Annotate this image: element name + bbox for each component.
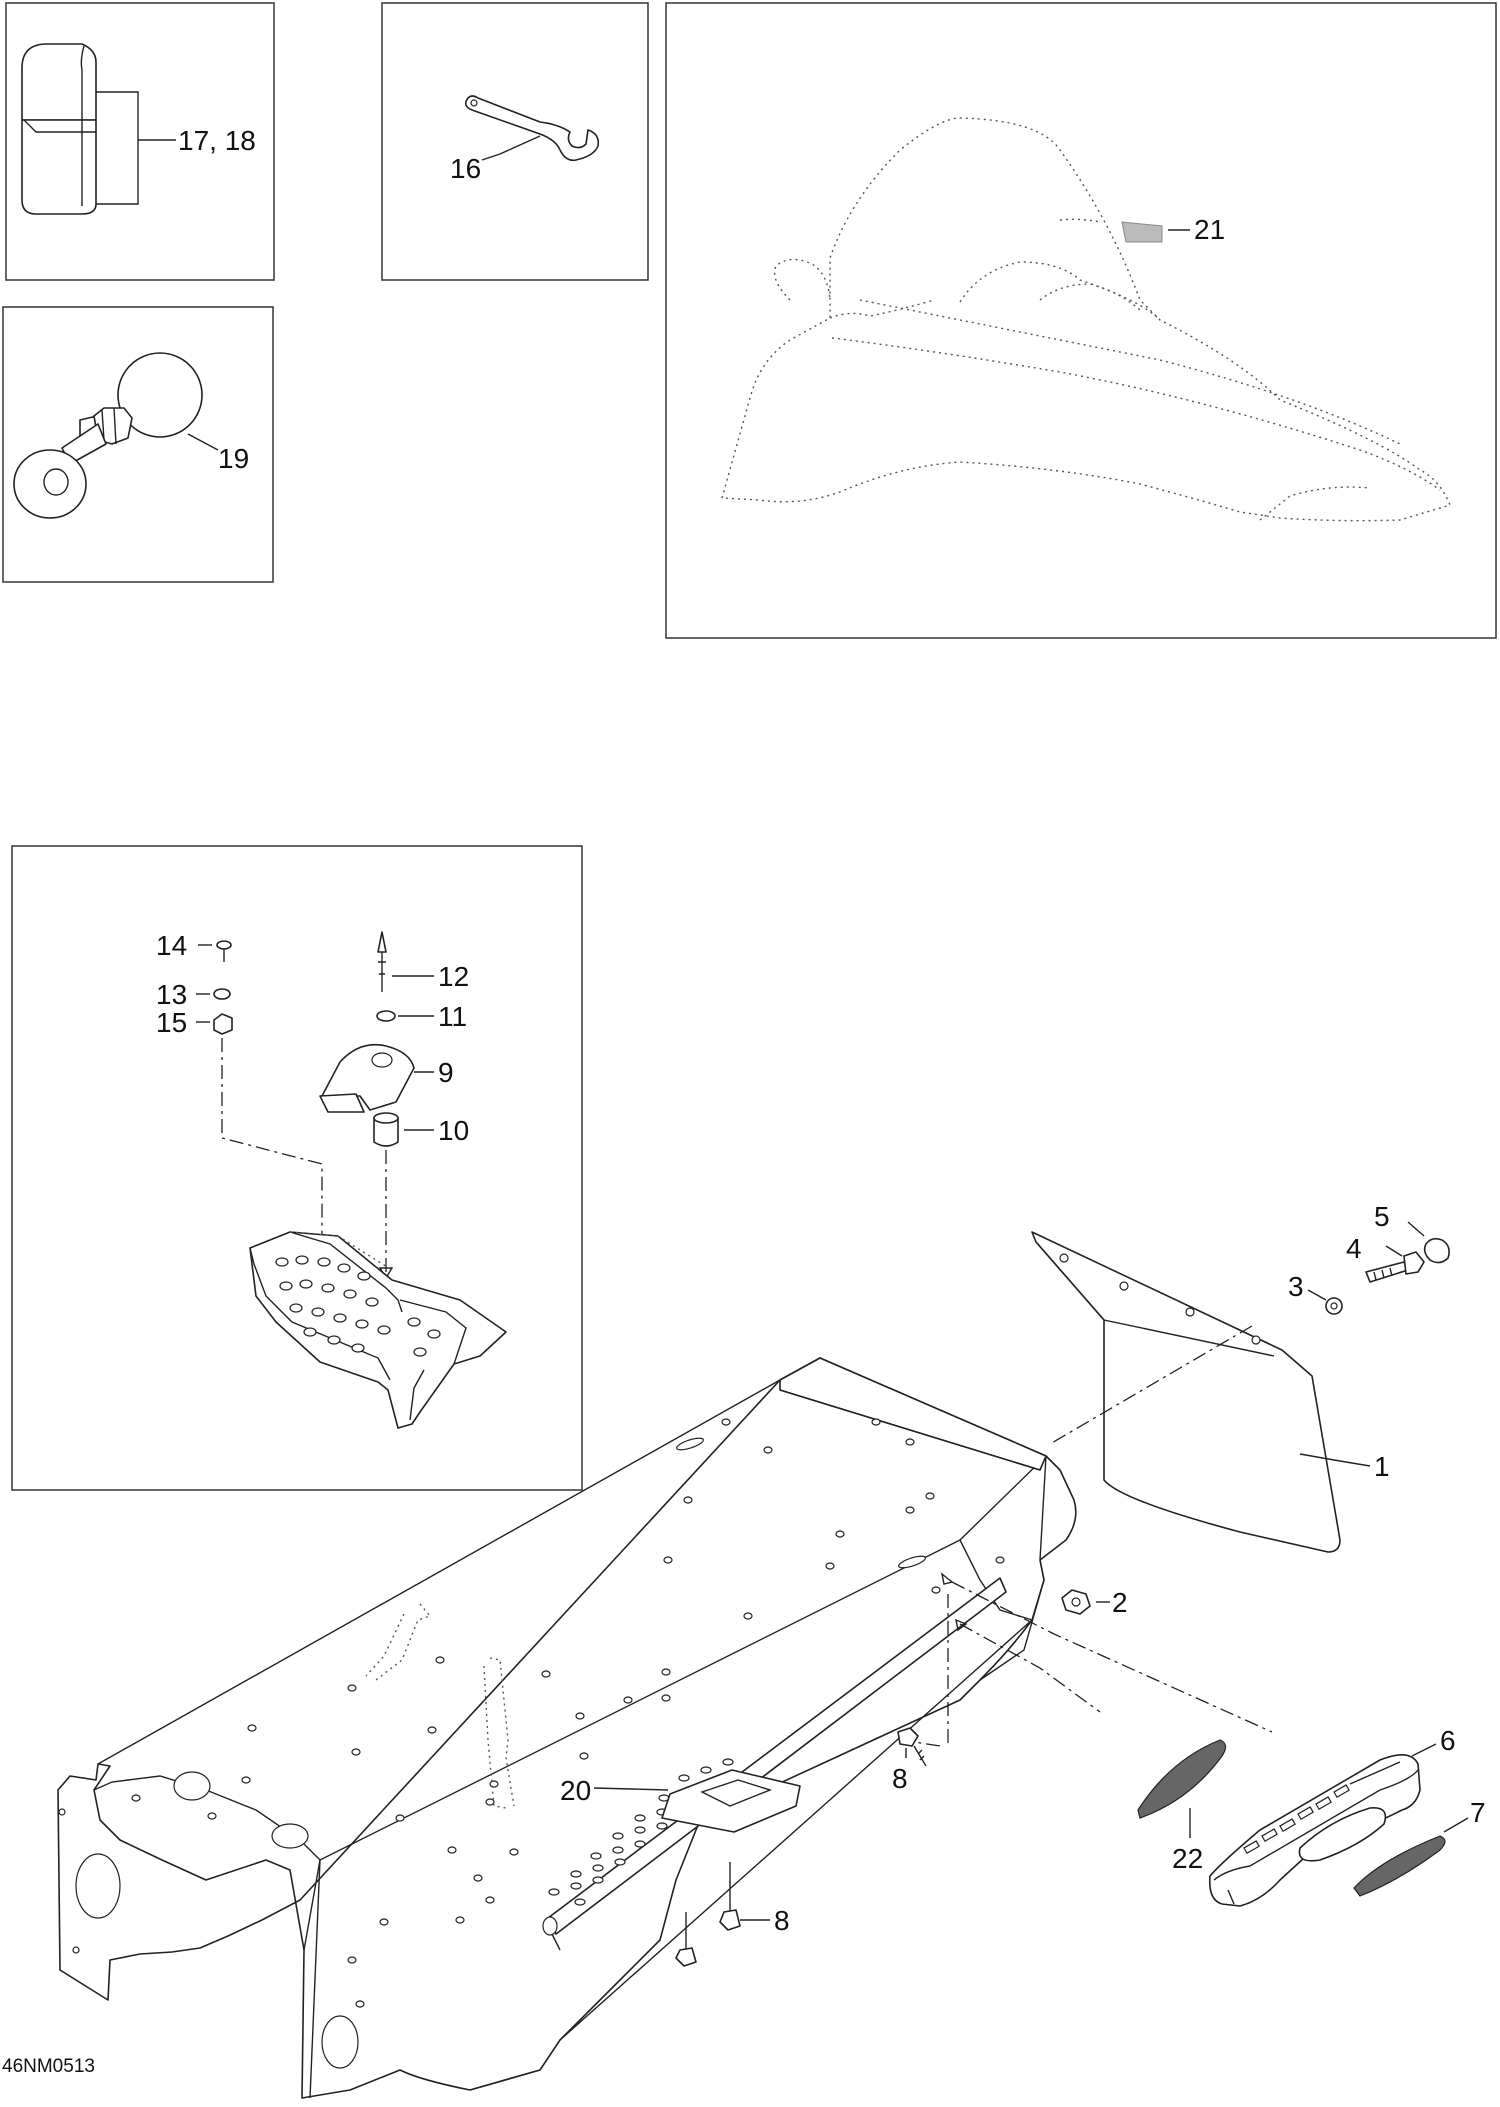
reflector-blocks [21, 43, 176, 215]
callout-19: 19 [218, 443, 249, 474]
windshield-phantom-view [721, 117, 1451, 522]
callout-14: 14 [156, 930, 187, 961]
callout-6: 6 [1440, 1725, 1456, 1756]
nut-2 [1061, 1589, 1110, 1615]
tunnel-large-hole-top-right [271, 1823, 309, 1849]
inset-frame-footrest [11, 845, 583, 1491]
screws-8-lower [675, 1862, 770, 1967]
inset-frame-windshield [665, 2, 1497, 639]
flap-fasteners [1049, 1221, 1450, 1445]
inset-frame-horn [2, 306, 274, 583]
inset-frame-reflectors [5, 2, 275, 281]
callout-13: 13 [156, 979, 187, 1010]
reflector-strip-22 [1137, 1739, 1227, 1838]
callout-15: 15 [156, 1007, 187, 1038]
protector-slots [1243, 1784, 1350, 1855]
callout-8-lower: 8 [774, 1905, 790, 1936]
callout-2: 2 [1112, 1587, 1128, 1618]
screw-8-upper [897, 1727, 927, 1767]
tunnel-holes [58, 1418, 1005, 2008]
rear-protector [1208, 1743, 1437, 1907]
tunnel-chassis [57, 1357, 1077, 2099]
snow-flap [1031, 1231, 1371, 1553]
callout-9: 9 [438, 1057, 454, 1088]
callout-8-upper: 8 [892, 1763, 908, 1794]
protector-plate [593, 1769, 801, 1833]
tunnel-large-hole-side-right [321, 2015, 359, 2069]
tunnel-large-hole-top [173, 1771, 211, 1801]
callout-17-18: 17, 18 [178, 125, 256, 156]
footrest-kit [196, 931, 507, 1429]
callout-10: 10 [438, 1115, 469, 1146]
callout-3: 3 [1288, 1271, 1304, 1302]
callout-7: 7 [1470, 1797, 1486, 1828]
bulb-horn [13, 352, 219, 519]
callout-22: 22 [1172, 1843, 1203, 1874]
footrest-grip-holes [275, 1255, 441, 1357]
tunnel-large-hole-side-left [75, 1853, 121, 1919]
callout-12: 12 [438, 961, 469, 992]
inset-frame-spanner [381, 2, 649, 281]
spanner-wrench [464, 95, 600, 162]
callout-1: 1 [1374, 1451, 1390, 1482]
callout-5: 5 [1374, 1201, 1390, 1232]
reflector-strip-7 [1353, 1817, 1469, 1897]
callout-20: 20 [560, 1775, 591, 1806]
diagram-code: 46NM0513 [2, 2056, 95, 2077]
callout-21: 21 [1194, 214, 1225, 245]
callout-16: 16 [450, 153, 481, 184]
protector-assembly-lines [913, 1572, 1273, 1747]
callout-11: 11 [438, 1001, 467, 1032]
callout-4: 4 [1346, 1233, 1362, 1264]
